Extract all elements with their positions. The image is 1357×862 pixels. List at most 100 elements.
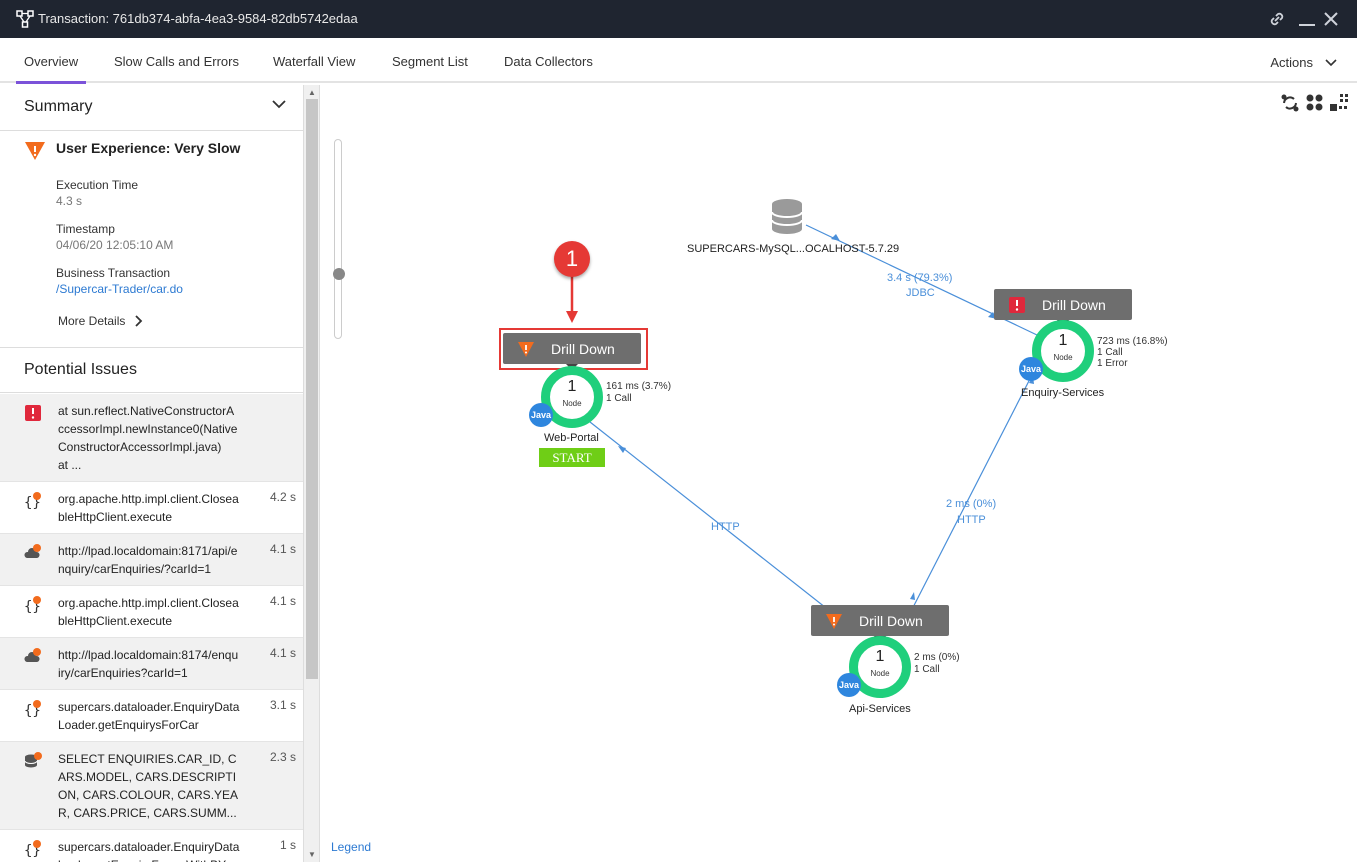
scroll-up-arrow[interactable]: ▲ bbox=[308, 88, 316, 97]
cluster-view-icon[interactable] bbox=[1305, 93, 1325, 113]
node-count: 1 bbox=[567, 378, 577, 395]
summary-header[interactable]: Summary bbox=[0, 85, 303, 131]
link-icon[interactable] bbox=[1266, 8, 1288, 30]
node-count-sub: Node bbox=[870, 669, 890, 678]
actions-menu[interactable]: Actions bbox=[1270, 55, 1337, 70]
cloud-warning-icon bbox=[24, 648, 41, 662]
issue-duration: 3.1 s bbox=[269, 698, 296, 712]
warning-icon bbox=[518, 342, 534, 357]
potential-issues-header: Potential Issues bbox=[0, 347, 303, 393]
issue-text: supercars.dataloader.EnquiryDataLoader.g… bbox=[58, 700, 240, 732]
issue-duration: 4.1 s bbox=[269, 594, 296, 608]
title-bar: Transaction: 761db374-abfa-4ea3-9584-82d… bbox=[0, 0, 1357, 38]
code-warning-icon: {} bbox=[24, 840, 41, 858]
db-warning-icon bbox=[24, 752, 42, 768]
zoom-slider-track[interactable] bbox=[334, 139, 342, 339]
close-icon[interactable] bbox=[1320, 8, 1342, 30]
java-icon: Java bbox=[529, 403, 553, 427]
expand-layout-icon[interactable] bbox=[1329, 93, 1349, 113]
jdbc-time-label: 3.4 s (79.3%) bbox=[887, 272, 953, 284]
more-details-link[interactable]: More Details bbox=[58, 314, 143, 328]
chevron-right-icon bbox=[135, 315, 143, 327]
enquiry-services-name: Enquiry-Services bbox=[1021, 387, 1105, 399]
edge-web-to-api bbox=[589, 421, 855, 631]
api-to-enquiry-type-label: HTTP bbox=[957, 514, 986, 526]
web-portal-time: 161 ms (3.7%) bbox=[606, 381, 672, 392]
potential-issues-heading: Potential Issues bbox=[24, 361, 137, 378]
web-to-api-type-label: HTTP bbox=[711, 521, 740, 533]
issue-row[interactable]: http://lpad.localdomain:8174/enquiry/car… bbox=[0, 638, 303, 690]
issue-row[interactable]: {} org.apache.http.impl.client.Closeable… bbox=[0, 482, 303, 534]
tab-data-collectors[interactable]: Data Collectors bbox=[504, 54, 593, 69]
web-portal-node[interactable]: 1 Node bbox=[541, 366, 603, 428]
node-ring bbox=[541, 366, 603, 428]
issue-duration: 4.1 s bbox=[269, 646, 296, 660]
chevron-down-icon[interactable] bbox=[272, 99, 286, 109]
window-title: Transaction: 761db374-abfa-4ea3-9584-82d… bbox=[38, 11, 358, 26]
issue-row[interactable]: {} org.apache.http.impl.client.Closeable… bbox=[0, 586, 303, 638]
tab-slow-calls-and-errors[interactable]: Slow Calls and Errors bbox=[114, 54, 239, 69]
drill-down-api-services-button[interactable]: Drill Down bbox=[811, 605, 949, 642]
minimize-icon[interactable] bbox=[1296, 8, 1318, 30]
callout-arrow bbox=[566, 275, 578, 323]
more-details-label: More Details bbox=[58, 314, 126, 328]
issue-duration: 4.1 s bbox=[269, 542, 296, 556]
cloud-warning-icon bbox=[24, 544, 41, 558]
issue-row[interactable]: {} supercars.dataloader.EnquiryDataLoade… bbox=[0, 690, 303, 742]
code-warning-icon: {} bbox=[24, 596, 41, 614]
drill-down-label: Drill Down bbox=[1042, 297, 1106, 313]
java-icon: Java bbox=[837, 673, 861, 697]
code-warning-icon: {} bbox=[24, 492, 41, 510]
zoom-slider-handle[interactable] bbox=[333, 268, 345, 280]
database-name: SUPERCARS-MySQL...OCALHOST-5.7.29 bbox=[687, 243, 900, 255]
issue-duration: 4.2 s bbox=[269, 490, 296, 504]
tab-waterfall-view[interactable]: Waterfall View bbox=[273, 54, 356, 69]
flow-map[interactable]: SUPERCARS-MySQL...OCALHOST-5.7.29 3.4 s … bbox=[321, 85, 1357, 862]
enquiry-services-errors: 1 Error bbox=[1097, 358, 1128, 369]
node-count: 1 bbox=[1058, 332, 1068, 349]
issue-text: http://lpad.localdomain:8171/api/enquiry… bbox=[58, 544, 238, 576]
flow-edges bbox=[589, 224, 1038, 631]
execution-time-label: Execution Time bbox=[56, 178, 139, 192]
issue-row[interactable]: at sun.reflect.NativeConstructorAccessor… bbox=[0, 394, 303, 482]
warning-icon bbox=[826, 614, 842, 629]
database-icon[interactable] bbox=[771, 198, 803, 236]
drill-down-label: Drill Down bbox=[551, 341, 615, 357]
web-portal-name: Web-Portal bbox=[544, 432, 599, 444]
jdbc-type-label: JDBC bbox=[906, 287, 935, 299]
issue-text: SELECT ENQUIRIES.CAR_ID, CARS.MODEL, CAR… bbox=[58, 752, 239, 820]
tab-segment-list[interactable]: Segment List bbox=[392, 54, 468, 69]
error-icon bbox=[1009, 297, 1025, 313]
business-transaction-link[interactable]: /Supercar-Trader/car.do bbox=[56, 282, 183, 296]
scrollbar-thumb[interactable] bbox=[306, 99, 318, 679]
edge-api-to-enquiry bbox=[903, 372, 1034, 626]
java-icon: Java bbox=[1019, 357, 1043, 381]
scroll-down-arrow[interactable]: ▼ bbox=[308, 850, 316, 859]
execution-time-value: 4.3 s bbox=[56, 194, 83, 208]
enquiry-services-time: 723 ms (16.8%) bbox=[1097, 336, 1168, 347]
issue-row[interactable]: http://lpad.localdomain:8171/api/enquiry… bbox=[0, 534, 303, 586]
drill-down-enquiry-services-button[interactable]: Drill Down bbox=[994, 289, 1132, 326]
issue-row[interactable]: {} supercars.dataloader.EnquiryDataloade… bbox=[0, 830, 303, 862]
drill-down-web-portal-button[interactable]: Drill Down bbox=[503, 333, 641, 370]
issue-duration: 1 s bbox=[279, 838, 296, 852]
transaction-icon bbox=[16, 10, 34, 28]
node-count-sub: Node bbox=[562, 399, 582, 408]
refresh-layout-icon[interactable] bbox=[1280, 93, 1300, 113]
legend-link[interactable]: Legend bbox=[331, 840, 372, 854]
issue-text: at sun.reflect.NativeConstructorAccessor… bbox=[58, 404, 238, 472]
issue-duration: 2.3 s bbox=[269, 750, 296, 764]
code-warning-icon: {} bbox=[24, 700, 41, 718]
api-services-time: 2 ms (0%) bbox=[914, 652, 960, 663]
tab-overview[interactable]: Overview bbox=[15, 54, 87, 84]
summary-heading: Summary bbox=[24, 98, 93, 115]
issue-text: supercars.dataloader.EnquiryDataloader.g… bbox=[58, 840, 240, 862]
chevron-down-icon bbox=[1325, 58, 1337, 66]
api-to-enquiry-time-label: 2 ms (0%) bbox=[946, 498, 997, 510]
api-services-name: Api-Services bbox=[849, 703, 911, 715]
node-count: 1 bbox=[875, 648, 885, 665]
issue-text: org.apache.http.impl.client.CloseableHtt… bbox=[58, 492, 239, 524]
left-panel-scrollbar[interactable]: ▲ ▼ bbox=[304, 85, 320, 862]
issue-row[interactable]: SELECT ENQUIRIES.CAR_ID, CARS.MODEL, CAR… bbox=[0, 742, 303, 830]
api-services-node[interactable]: 1 Node bbox=[849, 636, 911, 698]
